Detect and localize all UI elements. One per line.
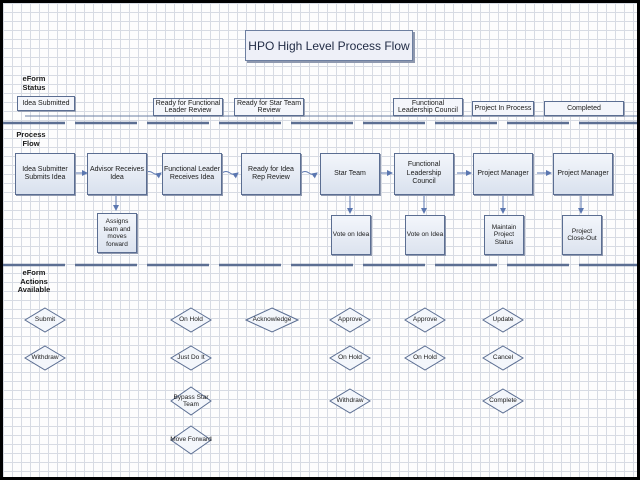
diagram-title: HPO High Level Process Flow	[245, 30, 413, 61]
sub-step: Vote on Idea	[405, 215, 445, 255]
lane-label-process-flow: Process Flow	[13, 130, 49, 148]
lane-label-eform-status: eForm Status	[16, 74, 52, 92]
flow-connector	[221, 171, 239, 179]
action-diamond: Complete	[482, 388, 524, 414]
sub-step-text: Maintain Project Status	[491, 223, 517, 246]
status-text: Ready for Star Team Review	[236, 99, 302, 115]
process-step-text: Functional Leadership Council	[406, 161, 442, 186]
connector-layer	[3, 115, 637, 267]
status-text: Functional Leadership Council	[398, 99, 458, 115]
process-step: Project Manager	[553, 153, 613, 195]
sub-step-text: Vote on Idea	[332, 231, 370, 239]
status-box: Idea Submitted	[17, 96, 75, 111]
sub-step: Maintain Project Status	[484, 215, 524, 255]
process-step-text: Functional Leader Receives Idea	[163, 165, 221, 182]
action-diamond: Cancel	[482, 345, 524, 371]
lane-label-line: Status	[22, 82, 46, 92]
lane-label-line: Flow	[22, 138, 40, 148]
process-step: Star Team	[320, 153, 380, 195]
action-label: Move Forward	[170, 436, 212, 444]
action-label: Update	[492, 316, 514, 324]
action-label: On Hold	[413, 354, 437, 362]
process-step-text: Star Team	[334, 169, 366, 177]
lane-label-line: Process	[16, 130, 46, 139]
lane-label-line: Available	[17, 285, 51, 294]
process-step-text: Project Manager	[477, 169, 529, 177]
status-box: Completed	[544, 101, 624, 116]
status-box: Ready for Functional Leader Review	[153, 98, 223, 116]
process-step: Ready for Idea Rep Review	[241, 153, 301, 195]
status-text: Idea Submitted	[22, 99, 70, 107]
action-label: Withdraw	[336, 397, 364, 405]
action-diamond: Approve	[329, 307, 371, 333]
action-diamond: Withdraw	[24, 345, 66, 371]
action-label: Cancel	[492, 354, 514, 362]
action-label: Complete	[489, 397, 517, 405]
flow-connector	[300, 171, 318, 179]
action-diamond: Acknowledge	[245, 307, 299, 333]
process-step-text: Idea Submitter Submits Idea	[22, 165, 68, 182]
lane-label-line: eForm	[22, 74, 46, 83]
sub-step-text: Assigns team and moves forward	[103, 218, 131, 248]
status-box: Functional Leadership Council	[393, 98, 463, 116]
status-box: Project In Process	[472, 101, 534, 116]
process-step-text: Advisor Receives Idea	[89, 165, 145, 182]
status-text: Ready for Functional Leader Review	[155, 99, 221, 115]
status-text: Completed	[567, 104, 601, 112]
action-diamond: Withdraw	[329, 388, 371, 414]
status-box: Ready for Star Team Review	[234, 98, 304, 116]
action-diamond: On Hold	[170, 307, 212, 333]
action-diamond: Submit	[24, 307, 66, 333]
title-text: HPO High Level Process Flow	[248, 38, 410, 53]
lane-label-line: Actions	[20, 276, 48, 286]
sub-step-text: Vote on Idea	[406, 231, 444, 239]
action-diamond: Just Do It	[170, 345, 212, 371]
process-step: Project Manager	[473, 153, 533, 195]
process-step: Advisor Receives Idea	[87, 153, 147, 195]
lane-label-eform-actions: eForm Actions Available	[16, 268, 52, 295]
action-label: Approve	[412, 316, 438, 324]
sub-step: Project Close-Out	[562, 215, 602, 255]
process-step-text: Ready for Idea Rep Review	[248, 165, 294, 182]
action-diamond: Bypass Star Team	[170, 386, 212, 416]
action-label: Withdraw	[31, 354, 59, 362]
action-diamond: Move Forward	[170, 425, 212, 455]
sub-step-text: Project Close-Out	[567, 227, 597, 243]
action-label: Submit	[34, 316, 56, 324]
action-label: On Hold	[338, 354, 362, 362]
process-step: Functional Leadership Council	[394, 153, 454, 195]
sub-step: Vote on Idea	[331, 215, 371, 255]
process-step: Idea Submitter Submits Idea	[15, 153, 75, 195]
action-diamond: On Hold	[404, 345, 446, 371]
action-diamond: Approve	[404, 307, 446, 333]
action-label: Bypass Star Team	[173, 393, 209, 409]
action-diamond: On Hold	[329, 345, 371, 371]
action-label: Approve	[337, 316, 363, 324]
action-label: Acknowledge	[252, 316, 292, 324]
flow-connector	[144, 171, 162, 179]
lane-label-line: eForm	[22, 268, 46, 277]
process-step: Functional Leader Receives Idea	[162, 153, 222, 195]
action-diamond: Update	[482, 307, 524, 333]
sub-step: Assigns team and moves forward	[97, 213, 137, 253]
status-text: Project In Process	[474, 104, 532, 112]
process-step-text: Project Manager	[557, 169, 609, 177]
action-label: Just Do It	[177, 354, 205, 362]
action-label: On Hold	[179, 316, 203, 324]
diagram-canvas: HPO High Level Process Flow eForm Status…	[3, 3, 637, 477]
